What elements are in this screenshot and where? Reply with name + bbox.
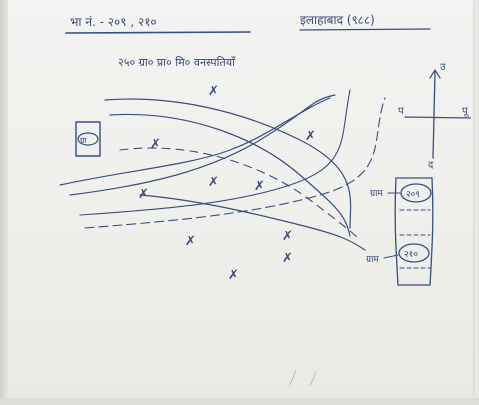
compass-ns-axis <box>432 71 436 159</box>
village-209-label: २०९ <box>406 190 420 200</box>
plant-mark: ✗ <box>138 187 149 202</box>
plant-mark: ✗ <box>282 251 293 266</box>
left-box-label: ग्रा <box>80 136 88 145</box>
compass-east: पू <box>462 106 470 117</box>
stream-line-2 <box>109 113 351 237</box>
plant-mark: ✗ <box>150 137 161 152</box>
compass-west: प <box>398 106 404 117</box>
paper-left-edge <box>0 0 8 405</box>
right-column-left-line <box>394 177 399 286</box>
header-right-text: इलाहाबाद (९८८) <box>300 13 375 27</box>
plant-mark: ✗ <box>185 234 196 249</box>
header-underline <box>65 31 251 34</box>
village-209-side-label: ग्राम <box>370 189 383 199</box>
left-box-outline <box>75 121 101 157</box>
sketch-subtitle: २५० ग्रा० प्रा० मि० वनस्पतियाँ <box>118 56 236 69</box>
stream-line-7 <box>84 97 386 229</box>
compass-ew-axis <box>404 116 471 119</box>
village-210-label: २१० <box>404 250 418 260</box>
plant-mark: ✗ <box>228 268 239 283</box>
header-left-text: भा नं. - २०९ , २१० <box>70 15 157 29</box>
plant-mark: ✗ <box>208 84 219 99</box>
compass-north-arrow-icon <box>429 69 441 79</box>
header-right-underline <box>299 28 431 31</box>
paper-bottom-edge <box>0 398 479 405</box>
village-210-ellipse <box>398 243 430 263</box>
compass-south: द <box>428 160 434 171</box>
compass-north: उ <box>440 62 446 73</box>
plant-mark: ✗ <box>305 129 316 144</box>
village-210-pointer <box>383 254 399 259</box>
left-box-ellipse <box>77 132 99 146</box>
village-210-side-label: ग्राम <box>366 255 379 265</box>
stream-line-1 <box>104 98 352 229</box>
stream-line-5 <box>69 94 336 196</box>
faint-mark <box>289 369 297 386</box>
plant-mark: ✗ <box>254 179 265 194</box>
village-209-ellipse <box>400 183 432 203</box>
stream-line-6 <box>79 89 351 216</box>
plant-mark: ✗ <box>282 229 293 244</box>
stream-line-8 <box>139 194 366 251</box>
stream-line-3 <box>119 147 361 241</box>
faint-mark <box>309 371 317 387</box>
right-column-right-line <box>429 177 434 286</box>
plant-mark: ✗ <box>208 175 219 190</box>
